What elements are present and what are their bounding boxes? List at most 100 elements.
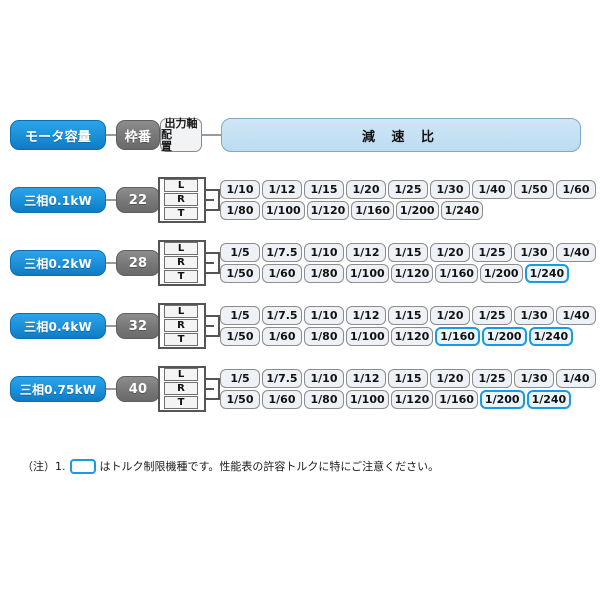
ratio-box[interactable]: 1/50 <box>220 264 260 283</box>
ratio-box[interactable]: 1/60 <box>262 264 302 283</box>
ratio-box[interactable]: 1/20 <box>430 369 470 388</box>
ratio-box[interactable]: 1/200 <box>481 327 527 346</box>
ratio-box[interactable]: 1/160 <box>435 327 480 346</box>
shaft-option-r[interactable]: R <box>164 382 198 395</box>
shaft-bracket-left <box>158 303 204 349</box>
row-connector-capacity-frame <box>106 199 116 201</box>
ratio-box[interactable]: 1/160 <box>435 390 478 409</box>
ratio-box[interactable]: 1/30 <box>430 180 470 199</box>
footnote-prefix: （注）1. <box>22 460 66 473</box>
ratio-box[interactable]: 1/40 <box>556 369 596 388</box>
ratio-box[interactable]: 1/120 <box>390 327 434 346</box>
shaft-option-l[interactable]: L <box>164 179 198 192</box>
ratio-box[interactable]: 1/80 <box>304 390 344 409</box>
ratio-box[interactable]: 1/120 <box>306 201 350 220</box>
motor-capacity-pill[interactable]: 三相0.75kW <box>10 376 106 402</box>
ratio-box[interactable]: 1/15 <box>388 243 428 262</box>
frame-number-pill[interactable]: 22 <box>116 187 160 213</box>
ratio-box[interactable]: 1/20 <box>346 180 386 199</box>
ratio-box[interactable]: 1/30 <box>514 306 554 325</box>
ratio-box[interactable]: 1/10 <box>220 180 260 199</box>
ratio-box[interactable]: 1/5 <box>220 306 260 325</box>
ratio-box[interactable]: 1/25 <box>472 369 512 388</box>
ratio-box[interactable]: 1/30 <box>514 243 554 262</box>
ratio-box[interactable]: 1/80 <box>304 264 344 283</box>
ratio-box[interactable]: 1/40 <box>556 306 596 325</box>
frame-number-pill[interactable]: 40 <box>116 376 160 402</box>
motor-capacity-pill[interactable]: 三相0.1kW <box>10 187 106 213</box>
shaft-option-r[interactable]: R <box>164 256 198 269</box>
ratio-box[interactable]: 1/80 <box>304 327 344 346</box>
ratio-box[interactable]: 1/12 <box>262 180 302 199</box>
shaft-bracket-left <box>158 240 204 286</box>
ratio-box[interactable]: 1/15 <box>304 180 344 199</box>
ratio-box[interactable]: 1/100 <box>346 327 389 346</box>
ratio-box[interactable]: 1/12 <box>346 306 386 325</box>
shaft-option-t[interactable]: T <box>164 270 198 283</box>
ratio-box[interactable]: 1/100 <box>346 264 389 283</box>
ratio-box[interactable]: 1/15 <box>388 306 428 325</box>
ratio-box[interactable]: 1/40 <box>556 243 596 262</box>
shaft-option-r[interactable]: R <box>164 319 198 332</box>
ratio-box[interactable]: 1/240 <box>524 264 570 283</box>
ratio-box[interactable]: 1/240 <box>440 201 484 220</box>
ratio-box[interactable]: 1/12 <box>346 243 386 262</box>
ratio-box[interactable]: 1/25 <box>472 243 512 262</box>
ratio-box[interactable]: 1/30 <box>514 369 554 388</box>
ratio-box[interactable]: 1/10 <box>304 243 344 262</box>
ratio-split-bracket <box>206 315 220 337</box>
ratio-box[interactable]: 1/160 <box>351 201 394 220</box>
ratio-box[interactable]: 1/12 <box>346 369 386 388</box>
ratio-box[interactable]: 1/25 <box>472 306 512 325</box>
ratio-box[interactable]: 1/5 <box>220 369 260 388</box>
ratio-box[interactable]: 1/15 <box>388 369 428 388</box>
ratio-box[interactable]: 1/240 <box>526 390 572 409</box>
ratio-box[interactable]: 1/100 <box>262 201 305 220</box>
shaft-option-l[interactable]: L <box>164 368 198 381</box>
ratio-box[interactable]: 1/200 <box>395 201 439 220</box>
header-frame-no: 枠番 <box>116 120 160 150</box>
ratio-box[interactable]: 1/60 <box>262 390 302 409</box>
ratio-box[interactable]: 1/7.5 <box>262 306 302 325</box>
motor-capacity-pill[interactable]: 三相0.2kW <box>10 250 106 276</box>
ratio-box[interactable]: 1/60 <box>262 327 302 346</box>
ratio-box[interactable]: 1/200 <box>479 390 525 409</box>
shaft-option-t[interactable]: T <box>164 207 198 220</box>
ratio-box[interactable]: 1/50 <box>514 180 554 199</box>
ratio-box[interactable]: 1/120 <box>390 390 434 409</box>
shaft-option-l[interactable]: L <box>164 305 198 318</box>
ratio-box[interactable]: 1/100 <box>346 390 389 409</box>
ratio-box[interactable]: 1/25 <box>388 180 428 199</box>
ratio-box[interactable]: 1/120 <box>390 264 434 283</box>
ratio-box[interactable]: 1/60 <box>556 180 596 199</box>
ratio-box[interactable]: 1/20 <box>430 243 470 262</box>
ratio-box[interactable]: 1/50 <box>220 327 260 346</box>
ratio-box[interactable]: 1/80 <box>220 201 260 220</box>
ratio-box[interactable]: 1/7.5 <box>262 243 302 262</box>
ratio-box[interactable]: 1/40 <box>472 180 512 199</box>
row-connector-shaft-ratio <box>204 262 214 264</box>
shaft-option-t[interactable]: T <box>164 333 198 346</box>
ratio-box[interactable]: 1/200 <box>479 264 523 283</box>
ratio-box[interactable]: 1/20 <box>430 306 470 325</box>
motor-capacity-pill[interactable]: 三相0.4kW <box>10 313 106 339</box>
shaft-option-t[interactable]: T <box>164 396 198 409</box>
frame-number-pill[interactable]: 32 <box>116 313 160 339</box>
ratio-box[interactable]: 1/7.5 <box>262 369 302 388</box>
ratio-box[interactable]: 1/50 <box>220 390 260 409</box>
ratio-box[interactable]: 1/160 <box>435 264 478 283</box>
ratio-box[interactable]: 1/5 <box>220 243 260 262</box>
shaft-option-l[interactable]: L <box>164 242 198 255</box>
ratio-box[interactable]: 1/10 <box>304 369 344 388</box>
shaft-option-r[interactable]: R <box>164 193 198 206</box>
ratio-box[interactable]: 1/240 <box>528 327 574 346</box>
frame-number-pill[interactable]: 28 <box>116 250 160 276</box>
ratio-box[interactable]: 1/10 <box>304 306 344 325</box>
